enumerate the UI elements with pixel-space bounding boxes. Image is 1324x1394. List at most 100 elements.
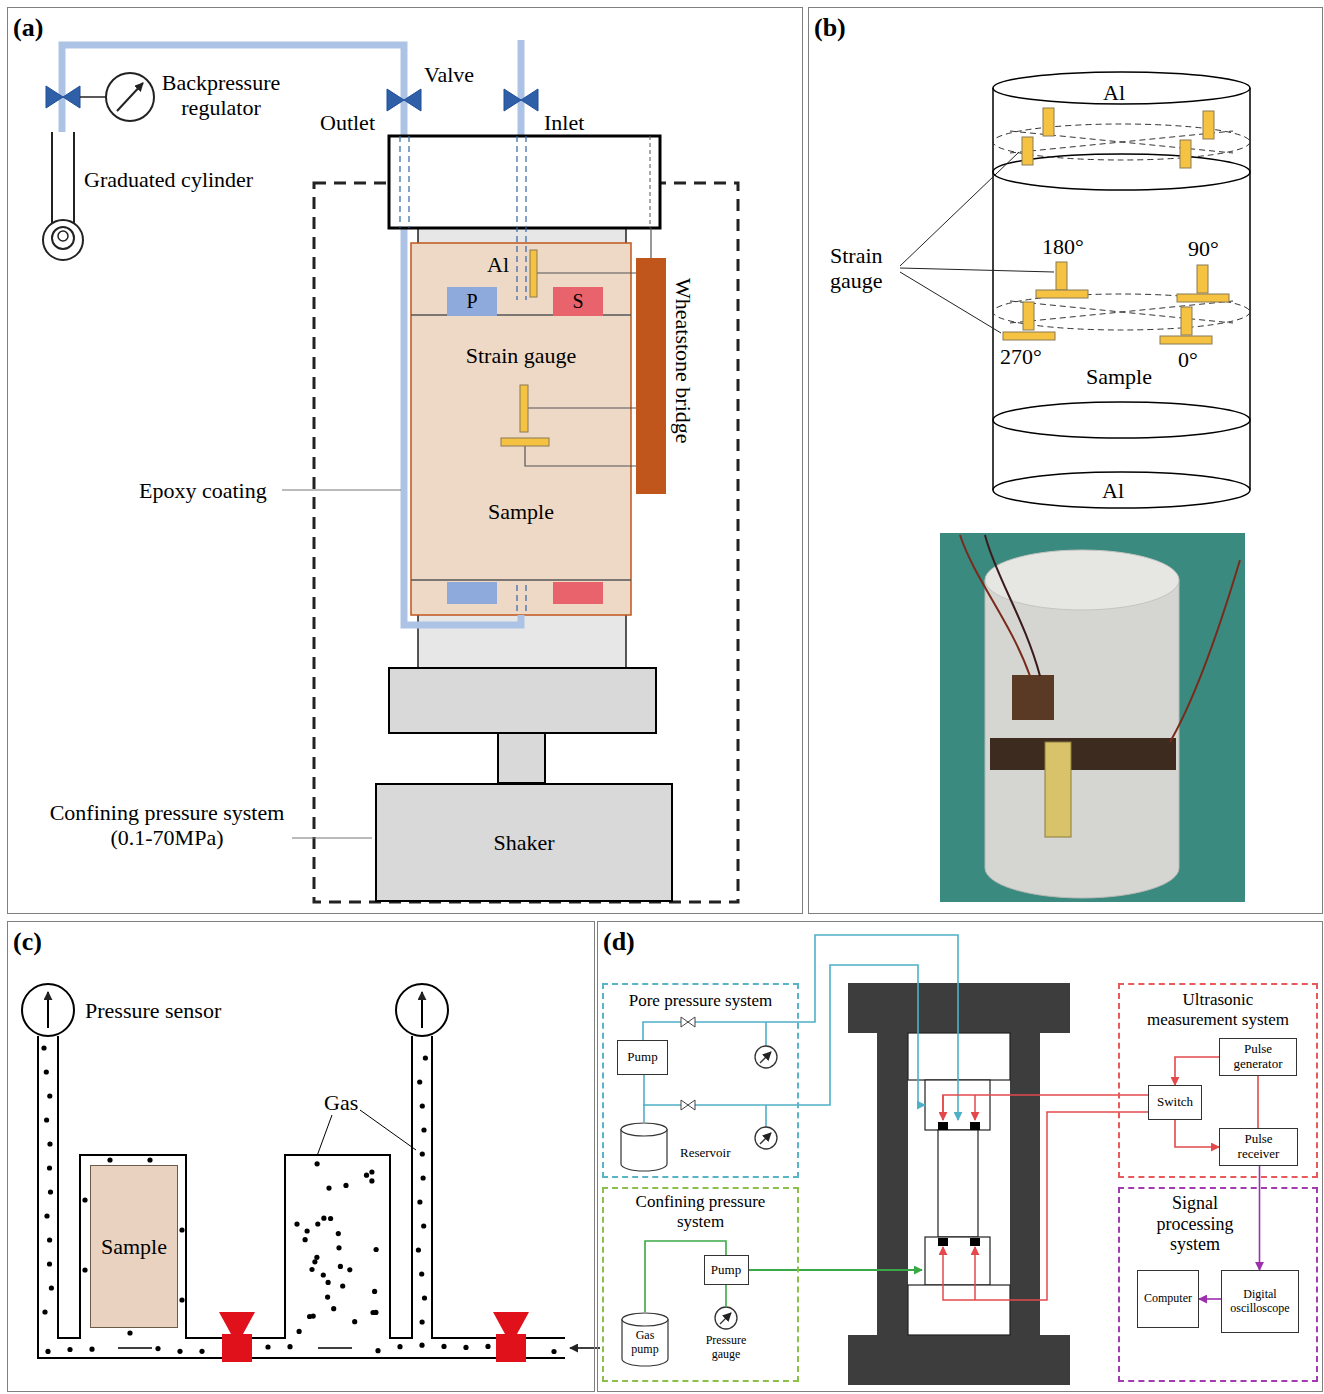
valve-symbol bbox=[493, 1312, 529, 1334]
part-label: Wheatstone bridge bbox=[670, 278, 696, 444]
photo-wire bbox=[1170, 560, 1240, 742]
pressure-sensor bbox=[22, 984, 74, 1036]
valve-symbol bbox=[496, 1334, 526, 1362]
group-title: Signal processing system bbox=[1140, 1193, 1250, 1255]
strain-gauge bbox=[1043, 108, 1054, 136]
gas-molecule bbox=[47, 1165, 52, 1170]
hidden-tube bbox=[517, 585, 526, 615]
transducer bbox=[970, 1122, 980, 1130]
gas-molecule bbox=[422, 1295, 427, 1300]
gauge-wire bbox=[525, 228, 651, 466]
gas-molecule bbox=[370, 1310, 375, 1315]
cylinder-end bbox=[993, 472, 1250, 508]
outlet-tube bbox=[62, 45, 404, 150]
component-label: Graduated cylinder bbox=[84, 167, 253, 192]
instrument-box: Digital oscilloscope bbox=[1221, 1270, 1299, 1333]
component-label: Backpressure regulator bbox=[151, 70, 291, 121]
gas-molecule bbox=[47, 1261, 52, 1266]
cylinder-base bbox=[43, 220, 83, 260]
signal-line bbox=[943, 1095, 1148, 1120]
box-label: Pulse generator bbox=[1220, 1042, 1296, 1072]
gas-molecule bbox=[82, 1267, 87, 1272]
connector bbox=[643, 1075, 645, 1122]
component-label: Gas bbox=[324, 1090, 358, 1115]
gas-molecule bbox=[44, 1069, 49, 1074]
panel-letter: (c) bbox=[13, 927, 42, 957]
gas-molecule bbox=[421, 1223, 426, 1228]
panel-frame: PumpReservoirPore pressure systemPumpGas… bbox=[597, 921, 1323, 1392]
part-label: Sample bbox=[98, 1234, 170, 1259]
signal-line bbox=[943, 1112, 1148, 1300]
pump-box: Pump bbox=[617, 1040, 668, 1075]
leader-line bbox=[292, 838, 372, 839]
inlet-tube bbox=[518, 40, 525, 136]
photo-background bbox=[940, 533, 1245, 902]
gas-molecule bbox=[303, 1237, 308, 1242]
photo-sample bbox=[985, 580, 1179, 898]
cylinder-side bbox=[993, 88, 1250, 490]
valve-symbol bbox=[46, 86, 80, 108]
gas-molecule bbox=[419, 1271, 424, 1276]
gas-molecule bbox=[41, 1045, 46, 1050]
specimen bbox=[938, 1130, 978, 1237]
part-label: Sample bbox=[411, 499, 631, 524]
pressure-gauge bbox=[106, 73, 154, 121]
gas-molecule bbox=[419, 1343, 424, 1348]
system-group: Pulse generatorSwitchPulse receiver Ultra… bbox=[1118, 983, 1318, 1178]
gas-molecule bbox=[315, 1221, 320, 1226]
strain-gauge bbox=[1023, 302, 1034, 330]
gas-molecule bbox=[314, 1255, 319, 1260]
s-wave-transducer bbox=[553, 582, 603, 604]
gas-molecule bbox=[47, 1237, 52, 1242]
gas-molecule bbox=[417, 1079, 422, 1084]
photo-sample-top bbox=[985, 550, 1179, 610]
part-label: Al bbox=[1103, 80, 1125, 105]
component-label: Epoxy coating bbox=[139, 478, 267, 503]
cylinder-base bbox=[58, 231, 68, 241]
gauge-needle bbox=[720, 1313, 731, 1324]
gas-molecule bbox=[321, 1272, 326, 1277]
strain-gauge bbox=[1160, 336, 1212, 344]
sample-assembly bbox=[411, 243, 631, 615]
gas-molecule bbox=[42, 1309, 47, 1314]
platen bbox=[908, 1285, 1010, 1335]
strain-gauge bbox=[1003, 332, 1055, 340]
gas-molecule bbox=[297, 1329, 302, 1334]
gas-molecule bbox=[315, 1161, 320, 1166]
component-label: Valve bbox=[424, 62, 474, 87]
panel-letter: (d) bbox=[603, 927, 635, 957]
shaker-stem bbox=[498, 733, 545, 783]
strain-gauge bbox=[1180, 140, 1191, 168]
gas-molecule bbox=[309, 1267, 314, 1272]
box-label: Pump bbox=[624, 1050, 660, 1065]
gas-pump-cylinder: Gas pump bbox=[621, 1312, 669, 1367]
gas-molecule bbox=[420, 1103, 425, 1108]
valve-symbol bbox=[387, 89, 421, 111]
gas-molecule bbox=[82, 1197, 87, 1202]
valve-symbol bbox=[681, 1017, 695, 1027]
instrument-box: Switch bbox=[1148, 1085, 1202, 1120]
sample-box: Sample bbox=[90, 1165, 178, 1328]
panel-frame: Sample (c) bbox=[7, 921, 595, 1392]
instrument-box: Pulse receiver bbox=[1219, 1128, 1298, 1166]
cylinder-outline bbox=[621, 1312, 669, 1367]
gas-molecule bbox=[336, 1245, 341, 1250]
pressure-gauge bbox=[715, 1307, 737, 1329]
strain-gauge bbox=[520, 385, 528, 432]
gas-molecule bbox=[179, 1297, 184, 1302]
group-title: Confining pressure system bbox=[617, 1192, 784, 1231]
component-label: Pressure gauge bbox=[698, 1334, 754, 1362]
group-title: Pore pressure system bbox=[604, 991, 797, 1011]
group-title: Ultrasonic measurement system bbox=[1138, 990, 1298, 1029]
interface-line bbox=[411, 315, 631, 580]
gas-molecule bbox=[347, 1267, 352, 1272]
part-label: Al bbox=[487, 252, 509, 277]
system-group: PumpReservoirPore pressure system bbox=[602, 983, 799, 1178]
leader-line bbox=[282, 490, 401, 491]
pressure-gauge bbox=[755, 1127, 777, 1149]
gas-molecule bbox=[44, 1117, 49, 1122]
angle-label: 0° bbox=[1178, 347, 1198, 372]
strain-gauge bbox=[1177, 294, 1229, 302]
